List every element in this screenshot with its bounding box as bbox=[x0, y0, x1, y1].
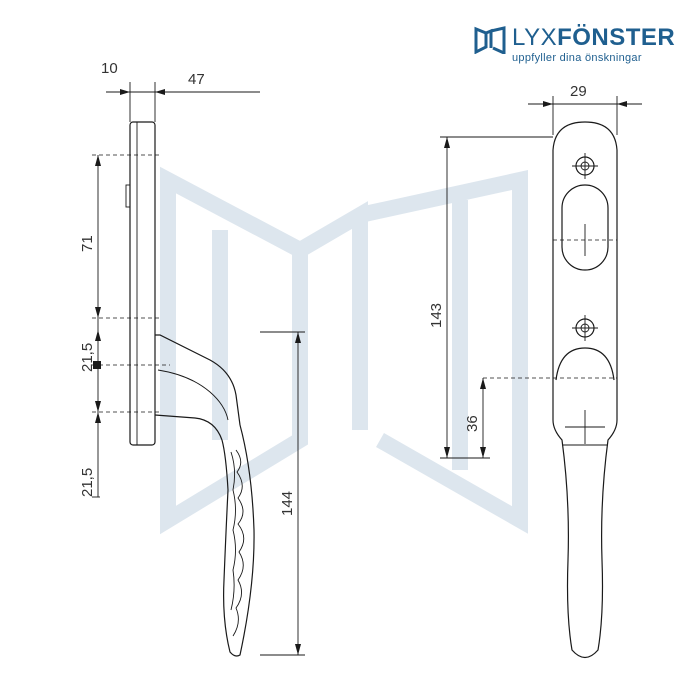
dim-lever-length: 144 bbox=[279, 491, 296, 516]
watermark-logo bbox=[160, 166, 528, 535]
dim-upper-spacing: 71 bbox=[79, 235, 96, 252]
brand-tagline: uppfyller dina önskningar bbox=[512, 52, 642, 64]
side-dimensions bbox=[93, 82, 305, 656]
dim-depth: 47 bbox=[188, 71, 205, 88]
dim-width: 29 bbox=[570, 83, 587, 100]
brand-name-part2: FÖNSTER bbox=[557, 24, 676, 51]
dim-spindle-height: 36 bbox=[464, 415, 481, 432]
front-view bbox=[483, 121, 618, 659]
upper-cover bbox=[561, 184, 609, 271]
dim-total-height: 143 bbox=[428, 303, 445, 328]
handle-neck bbox=[155, 334, 241, 426]
dim-lower-spacing: 21,5 bbox=[79, 468, 96, 497]
side-view bbox=[92, 121, 255, 657]
front-dimensions bbox=[440, 96, 642, 459]
dim-plate-thickness: 10 bbox=[101, 60, 118, 77]
spindle-tab bbox=[125, 184, 131, 208]
handle-base bbox=[555, 347, 615, 381]
dim-mid-spacing: 21,5 bbox=[79, 343, 96, 372]
brand-logo: LYXFÖNSTER uppfyller dina önskningar bbox=[474, 24, 675, 68]
brand-name: LYXFÖNSTER bbox=[512, 24, 675, 52]
window-frame-icon bbox=[474, 26, 506, 54]
lever-profile bbox=[221, 424, 255, 657]
front-outline bbox=[552, 121, 618, 659]
brand-name-part1: LYX bbox=[512, 24, 558, 51]
base-plate bbox=[129, 121, 156, 446]
